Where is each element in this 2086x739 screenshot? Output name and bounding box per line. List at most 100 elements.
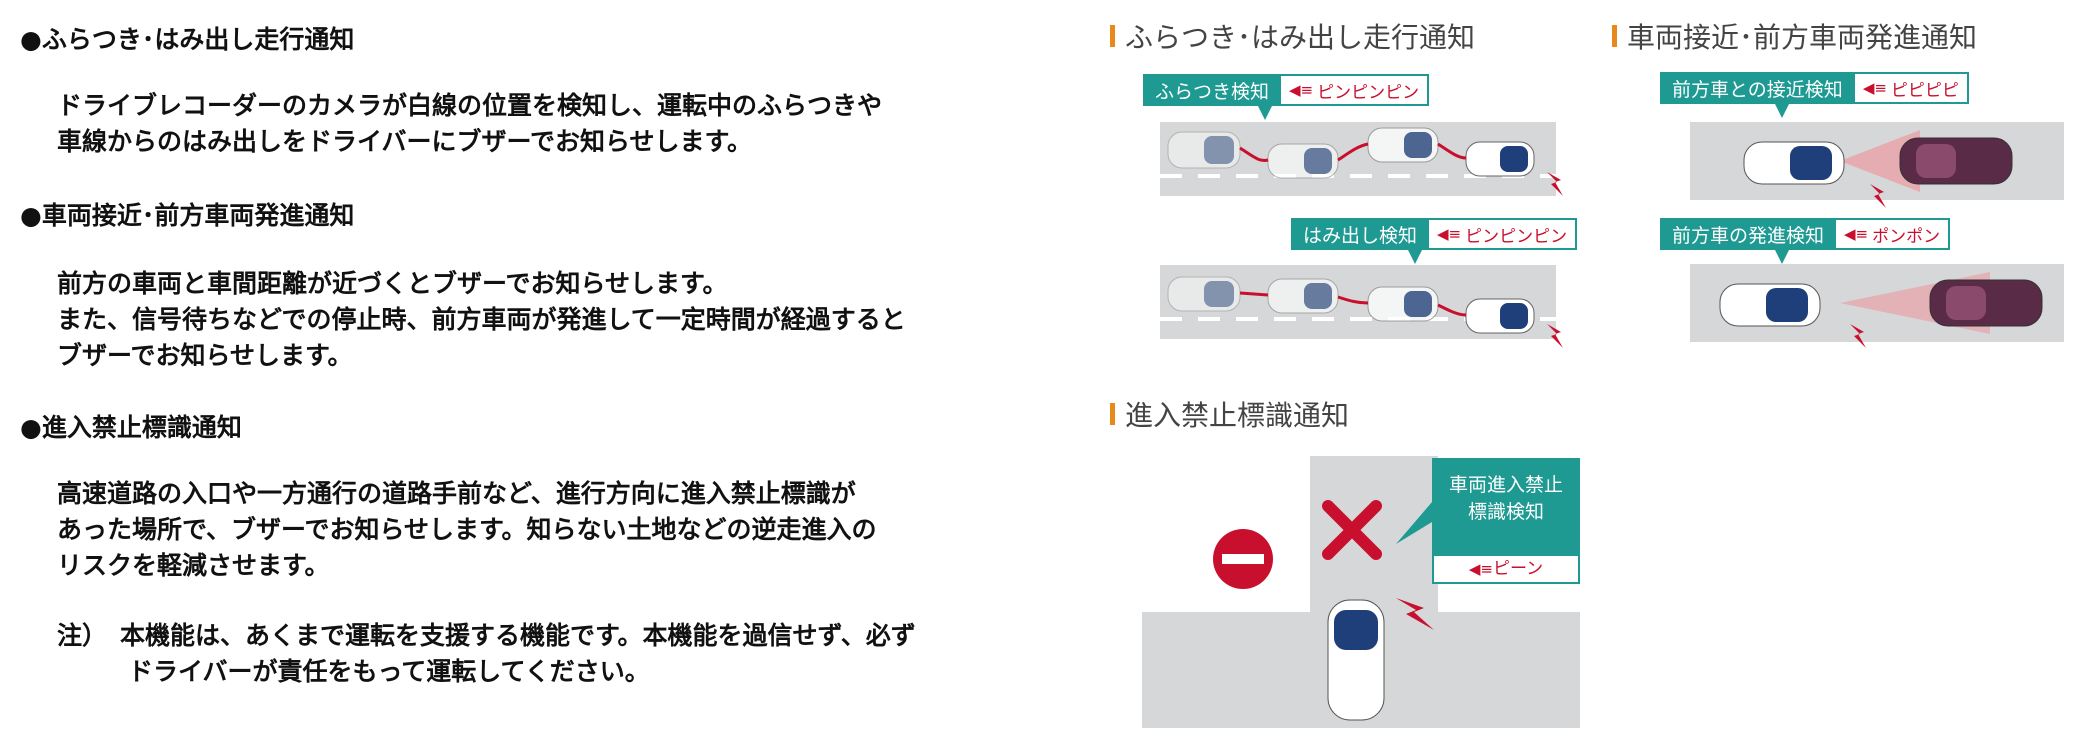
cross-mark-icon [1322,500,1382,560]
callout-sound: ◀≡ポンポン [1836,218,1951,250]
callout-approach-detect: 前方車との接近検知 ◀≡ピピピピ [1660,72,1969,104]
lightning-alert-icon [1870,184,1886,208]
road-lane-departure [1160,265,1556,339]
noentry-scene [1142,456,1580,728]
callout-label: 前方車との接近検知 [1660,72,1855,104]
departure-cars [1167,276,1535,334]
panel-title-wobble: ふらつき･はみ出し走行通知 [1110,16,1475,56]
callout-sound: ◀≡ピンピンピン [1429,218,1578,250]
speaker-icon: ◀≡ [1844,225,1869,243]
section-body-noentry: 高速道路の入口や一方通行の道路手前など、進行方向に進入禁止標識が あった場所で、… [57,476,877,584]
callout-wobble-detect: ふらつき検知 ◀≡ピンピンピン [1143,74,1430,106]
body-line: あった場所で、ブザーでお知らせします。知らない土地などの逆走進入の [57,515,877,544]
body-line: 車線からのはみ出しをドライバーにブザーでお知らせします。 [57,127,753,156]
speaker-icon: ◀≡ [1468,560,1493,578]
road-start [1690,264,2064,342]
lightning-alert-icon [1547,324,1563,348]
callout-label: 前方車の発進検知 [1660,218,1837,250]
lane-line [1160,174,1556,178]
body-line: リスクを軽減させます。 [57,551,330,580]
curb [1142,606,1310,612]
car-icon [1719,283,1821,327]
panel-title-approach: 車両接近･前方車両発進通知 [1612,16,1977,56]
note-body: 本機能は、あくまで運転を支援する機能です。本機能を過信せず、必ず ドライバーが責… [120,618,916,690]
body-line: また、信号待ちなどでの停止時、前方車両が発進して一定時間が経過すると [57,305,906,334]
car-icon [1899,137,2013,185]
callout-lane-departure: はみ出し検知 ◀≡ピンピンピン [1291,218,1578,250]
speaker-icon: ◀≡ [1862,79,1887,97]
lane-line [1160,317,1556,321]
no-entry-sign-icon [1213,529,1273,589]
path-arrow [1239,146,1269,162]
callout-label-line: 車両進入禁止 [1448,474,1563,496]
callout-tail [1396,502,1432,544]
car-icon [1267,143,1339,179]
path-arrow [1337,295,1369,305]
sound-text: ピーン [1492,559,1544,579]
sound-text: ピンピンピン [1465,226,1568,247]
callout-sound: ◀≡ピピピピ [1854,72,1969,104]
body-line: ドライブレコーダーのカメラが白線の位置を検知し、運転中のふらつきや [57,91,883,120]
lightning-alert-icon [1396,598,1434,630]
sound-text: ポンポン [1872,226,1941,247]
path-arrow [1337,142,1369,162]
callout-label: はみ出し検知 [1291,218,1430,250]
lightning-alert-icon [1547,172,1563,196]
car-icon [1327,599,1385,721]
body-line: 高速道路の入口や一方通行の道路手前など、進行方向に進入禁止標識が [57,479,856,508]
panel-title-noentry: 進入禁止標識通知 [1110,394,1349,434]
car-icon [1167,276,1241,312]
callout-label: ふらつき検知 [1143,74,1282,106]
path-arrow [1437,142,1467,160]
path-arrow [1437,303,1467,317]
panel-title-text: 進入禁止標識通知 [1125,399,1350,432]
callout-label-line: 標識検知 [1467,501,1544,523]
car-icon [1743,141,1845,185]
car-icon [1367,127,1439,163]
callout-sound: ◀≡ピーン [1432,554,1580,584]
car-icon [1367,286,1439,322]
speaker-icon: ◀≡ [1437,225,1462,243]
callout-tail [1258,106,1272,120]
approach-scene [1743,130,2013,192]
body-line: ブザーでお知らせします。 [57,341,353,370]
car-icon [1167,131,1241,169]
callout-label: 車両進入禁止 標識検知 [1432,458,1580,554]
note-line: ドライバーが責任をもって運転してください。 [128,657,650,686]
note-marker: 注） [57,621,108,650]
car-icon [1465,141,1535,177]
section-body-wobble: ドライブレコーダーのカメラが白線の位置を検知し、運転中のふらつきや 車線からのは… [57,88,882,160]
detection-beam [1840,130,1920,192]
callout-start-detect: 前方車の発進検知 ◀≡ポンポン [1660,218,1951,250]
curb [1438,606,1580,612]
panel-title-text: ふらつき･はみ出し走行通知 [1125,21,1476,54]
section-heading-approach: ●車両接近･前方車両発進通知 [20,201,355,230]
callout-tail [1408,250,1422,264]
title-accent-bar [1110,403,1115,425]
panel-title-text: 車両接近･前方車両発進通知 [1627,21,1978,54]
lightning-alert-icon [1850,324,1866,348]
car-icon [1465,298,1535,334]
section-heading-noentry: ●進入禁止標識通知 [20,413,242,442]
curb [1304,456,1310,612]
title-accent-bar [1612,25,1617,47]
wobble-cars [1167,127,1535,179]
callout-sound: ◀≡ピンピンピン [1281,74,1430,106]
callout-tail [1775,250,1789,264]
sound-text: ピピピピ [1890,80,1959,101]
car-icon [1929,279,2043,327]
sound-text: ピンピンピン [1317,82,1420,103]
road-approach [1690,122,2064,200]
title-accent-bar [1110,25,1115,47]
section-heading-wobble: ●ふらつき･はみ出し走行通知 [20,25,355,54]
path-arrow [1239,291,1269,297]
speaker-icon: ◀≡ [1289,81,1314,99]
body-line: 前方の車両と車間距離が近づくとブザーでお知らせします。 [57,269,728,298]
section-body-approach: 前方の車両と車間距離が近づくとブザーでお知らせします。 また、信号待ちなどでの停… [57,266,906,374]
callout-noentry: 車両進入禁止 標識検知 ◀≡ピーン [1432,458,1580,584]
car-icon [1267,278,1339,314]
start-scene [1719,272,2043,334]
road-wobble [1160,122,1556,196]
callout-tail [1775,104,1789,118]
note-line: 本機能は、あくまで運転を支援する機能です。本機能を過信せず、必ず [120,621,916,650]
